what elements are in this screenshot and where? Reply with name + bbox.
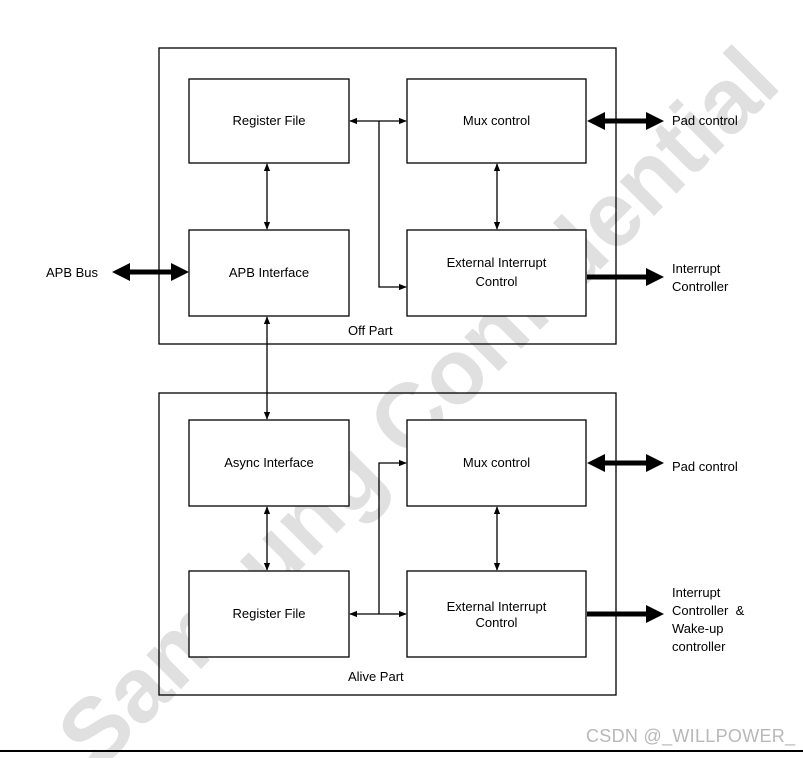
interrupt-wakeup-label-line2: Controller & [672, 603, 745, 618]
arrow-regfile-mux-alive [378, 459, 407, 614]
register-file-block-alive [188, 570, 350, 658]
mux-control-block-off [406, 78, 587, 164]
apb-bus-arrow [112, 263, 189, 281]
ext-interrupt-label-alive-line1: External Interrupt [446, 599, 547, 614]
arrow-regfile-extint-off [378, 121, 407, 291]
bottom-rule [0, 750, 803, 752]
csdn-credit-watermark: CSDN @_WILLPOWER_ [586, 726, 796, 746]
pad-control-arrow-top [587, 112, 664, 130]
off-part-container [158, 47, 617, 345]
register-file-label-off: Register File [232, 113, 306, 128]
ext-interrupt-label-alive-line2: Control [475, 615, 518, 630]
ext-interrupt-block-alive [406, 570, 587, 658]
ext-interrupt-label-off-line1: External Interrupt [446, 255, 547, 270]
async-interface-block [188, 419, 350, 507]
apb-bus-label: APB Bus [46, 265, 99, 280]
interrupt-controller-label-line1: Interrupt [672, 261, 721, 276]
interrupt-controller-label-line2: Controller [672, 279, 729, 294]
interrupt-wakeup-label-line1: Interrupt [672, 585, 721, 600]
mux-control-label-alive: Mux control [462, 455, 531, 470]
register-file-block-off [188, 78, 350, 164]
pad-control-label-top: Pad control [672, 113, 738, 128]
pad-control-label-bottom: Pad control [672, 459, 738, 474]
ext-interrupt-block-off [406, 229, 587, 317]
off-part-label: Off Part [348, 323, 393, 338]
interrupt-out-arrow-off [587, 268, 664, 286]
interrupt-wakeup-label-line3: Wake-up [672, 621, 724, 636]
mux-control-label-off: Mux control [462, 113, 531, 128]
pad-control-arrow-bottom [587, 454, 664, 472]
apb-interface-label: APB Interface [228, 265, 310, 280]
async-interface-label: Async Interface [224, 455, 314, 470]
mux-control-block-alive [406, 419, 587, 507]
apb-interface-block [188, 229, 350, 317]
alive-part-label: Alive Part [348, 669, 404, 684]
interrupt-out-arrow-alive [587, 605, 664, 623]
register-file-label-alive: Register File [232, 606, 306, 621]
interrupt-wakeup-label-line4: controller [672, 639, 726, 654]
ext-interrupt-label-off-line2: Control [475, 274, 518, 289]
alive-part-container [158, 392, 617, 696]
